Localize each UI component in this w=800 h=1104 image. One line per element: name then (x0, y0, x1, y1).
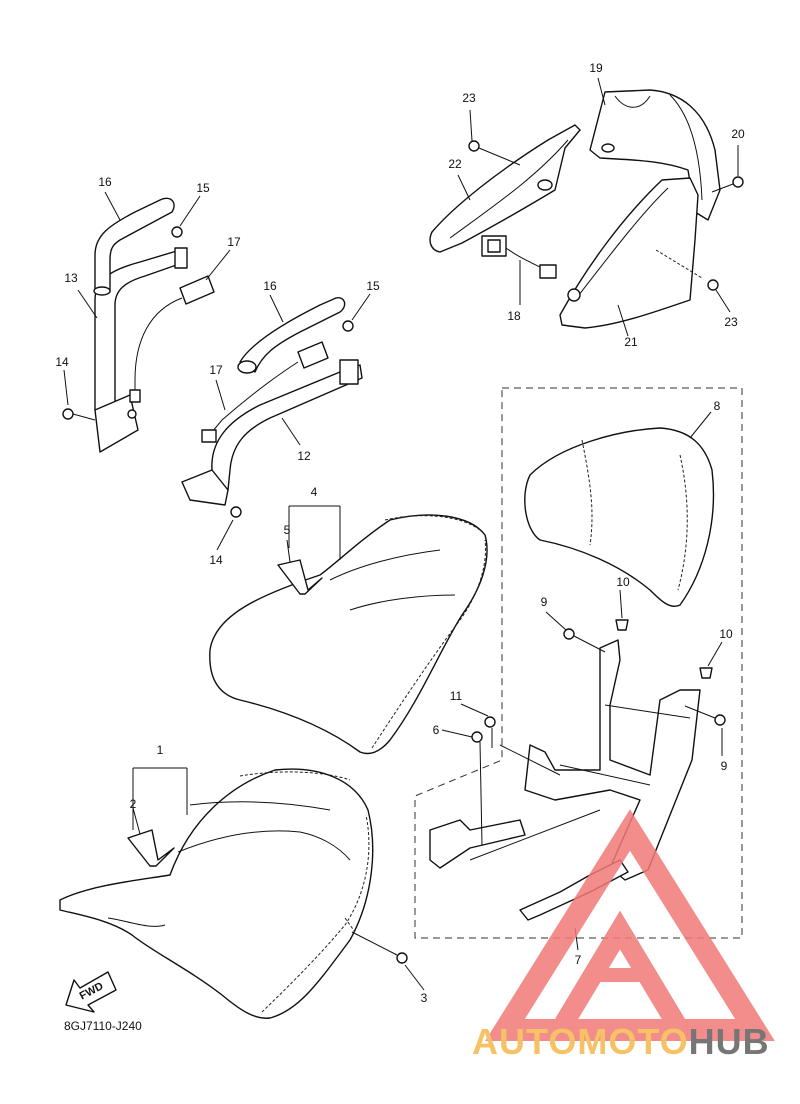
leader-bolts-bracket (479, 728, 561, 846)
callout-13: 13 (64, 271, 78, 285)
grab-bar-12 (181, 359, 363, 506)
callout-14-left: 14 (55, 355, 69, 369)
wire-harness-18 (481, 235, 557, 279)
callout-18: 18 (507, 309, 521, 323)
bolt-23-upper (468, 140, 521, 166)
callout-7: 7 (575, 953, 582, 967)
watermark-automoto: AUTOMOTO (472, 1021, 689, 1062)
bolt-14-right (230, 506, 242, 518)
leader-lines (63, 77, 739, 991)
callout-4: 4 (311, 485, 318, 499)
callout-17-right: 17 (209, 363, 223, 377)
tail-cover-left-22 (429, 124, 581, 253)
watermark-text: AUTOMOTOHUB (472, 1021, 770, 1062)
watermark-logo: AUTOMOTOHUB (472, 809, 775, 1062)
callout-9-left: 9 (541, 595, 548, 609)
backrest-kit-box (414, 387, 743, 939)
grommet-10-left (615, 619, 629, 631)
grip-16-left (93, 197, 175, 296)
callout-16-right: 16 (263, 279, 277, 293)
callout-16-left: 16 (98, 175, 112, 189)
tab-5 (277, 559, 323, 595)
callout-12: 12 (297, 449, 311, 463)
callout-numbers: 1 2 3 4 5 6 7 8 9 9 10 10 11 12 13 14 14… (55, 61, 745, 1005)
callout-21: 21 (624, 335, 638, 349)
callout-1: 1 (157, 743, 164, 757)
callout-3: 3 (421, 991, 428, 1005)
bolt-15-right (342, 320, 354, 332)
wire-17-left (129, 275, 215, 403)
callout-10-right: 10 (719, 627, 733, 641)
bolt-11 (484, 716, 496, 728)
nut-6 (471, 731, 483, 743)
callout-8: 8 (714, 399, 721, 413)
seat-4 (209, 514, 488, 755)
callout-5: 5 (284, 523, 291, 537)
bolt-14-left (62, 408, 96, 421)
bolt-20 (711, 176, 744, 193)
grip-16-right (237, 297, 346, 374)
callout-23-upper: 23 (462, 91, 476, 105)
callout-15-left: 15 (196, 181, 210, 195)
watermark-triangle-icon (485, 809, 775, 1041)
bolt-9-right (684, 705, 726, 726)
callout-9-right: 9 (721, 759, 728, 773)
callout-17-left: 17 (227, 235, 241, 249)
tail-cover-right-21 (559, 177, 703, 329)
callout-15-right: 15 (366, 279, 380, 293)
bolt-23-lower (707, 279, 719, 291)
callout-20: 20 (731, 127, 745, 141)
tab-2 (127, 829, 175, 867)
seat-1 (59, 768, 374, 1019)
diagram-code: 8GJ7110-J240 (64, 1019, 142, 1033)
bolt-15-left (171, 226, 188, 269)
backrest-8 (524, 427, 715, 607)
grommet-10-right (699, 667, 713, 679)
callout-19: 19 (589, 61, 603, 75)
callout-14-right: 14 (209, 553, 223, 567)
bolt-9-left (563, 628, 606, 653)
callout-6: 6 (433, 723, 440, 737)
wire-17-right (201, 341, 329, 443)
bolt-3 (351, 931, 408, 964)
callout-23-lower: 23 (724, 315, 738, 329)
callout-22: 22 (448, 157, 462, 171)
callout-10-left: 10 (616, 575, 630, 589)
watermark-hub: HUB (689, 1021, 770, 1062)
callout-11: 11 (450, 689, 463, 703)
callout-2: 2 (130, 797, 137, 811)
tail-cover-center-19 (589, 89, 721, 221)
fwd-arrow-icon: FWD (65, 971, 117, 1013)
